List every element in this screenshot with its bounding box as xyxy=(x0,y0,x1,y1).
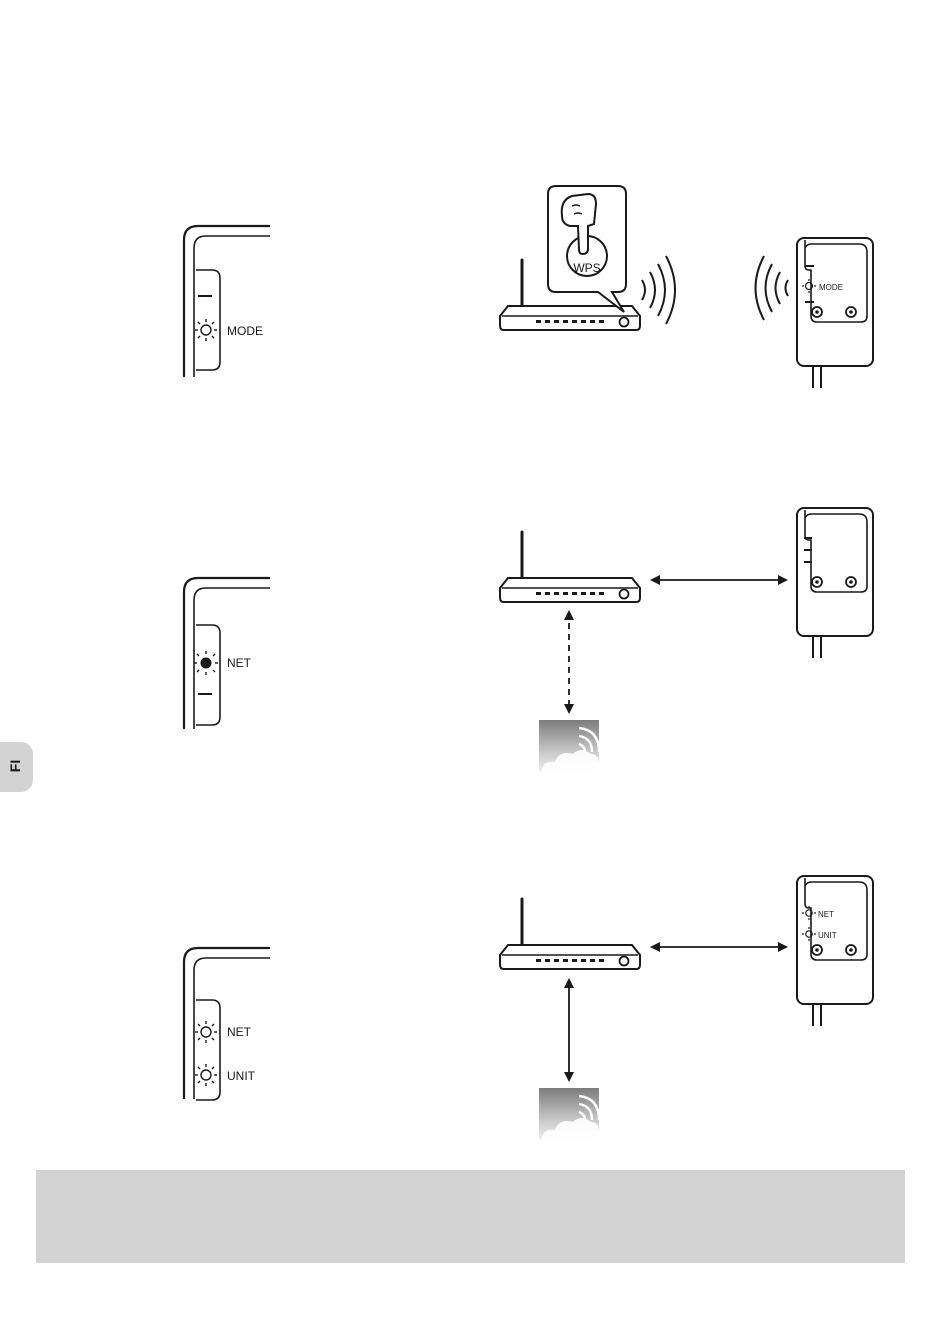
net-unit-panel-closeup: NET UNIT xyxy=(184,948,270,1100)
device-step2 xyxy=(797,508,873,658)
device-step3: NET UNIT xyxy=(797,876,873,1026)
net-panel-label: NET xyxy=(227,656,252,670)
net-panel-label-step3: NET xyxy=(227,1025,252,1039)
language-tab: FI xyxy=(0,742,33,792)
device-unit-label: UNIT xyxy=(818,931,837,940)
cloud-service-icon xyxy=(539,720,599,780)
net-panel-closeup: NET xyxy=(184,578,270,729)
router-step3 xyxy=(500,899,640,969)
wps-button-label: WPS xyxy=(573,261,600,275)
router-wifi-waves-icon xyxy=(642,256,675,324)
device-mode: MODE xyxy=(756,238,874,388)
device-net-label: NET xyxy=(818,910,834,919)
unit-led-blinking-icon xyxy=(195,1064,217,1086)
instruction-figure: MODE WPS MODE xyxy=(0,0,950,1160)
note-box xyxy=(36,1170,905,1263)
mode-panel-closeup: MODE xyxy=(184,226,270,377)
wps-callout: WPS xyxy=(548,186,626,312)
cloud-service-icon-step3 xyxy=(539,1088,599,1148)
device-mode-label: MODE xyxy=(819,283,843,292)
language-tab-label: FI xyxy=(7,760,23,772)
router-wps: WPS xyxy=(500,186,675,330)
router-step2 xyxy=(500,532,640,602)
unit-panel-label: UNIT xyxy=(227,1069,256,1083)
net-led-on-icon xyxy=(194,651,218,675)
net-led-blinking-icon xyxy=(195,1021,217,1043)
mode-panel-label: MODE xyxy=(227,324,263,338)
mode-led-blinking-icon xyxy=(195,319,217,341)
device-wifi-waves-icon xyxy=(756,256,789,320)
